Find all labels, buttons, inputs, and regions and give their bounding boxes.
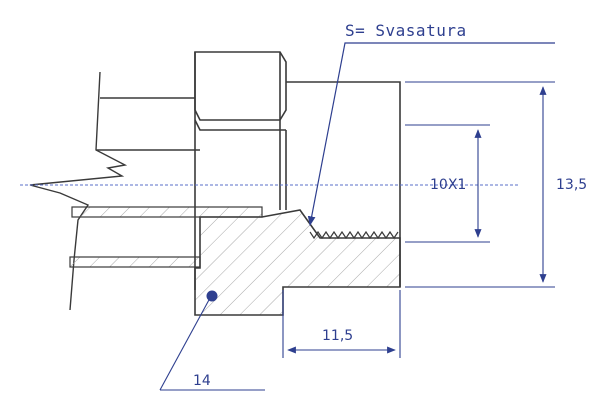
dim-outer-group	[405, 81, 555, 288]
pipe-break-lines	[29, 71, 200, 311]
flare-label: S= Svasatura	[345, 21, 467, 40]
flare-leader	[307, 42, 555, 226]
callout-size-label: 14	[193, 373, 211, 389]
dim-inner-label: 10X1	[430, 177, 466, 193]
dim-inner-group	[405, 124, 490, 243]
dim-outer-label: 13,5	[556, 177, 587, 193]
thread-teeth	[309, 230, 399, 240]
callout-14-leader	[159, 290, 265, 391]
callout-dot	[206, 290, 218, 302]
hex-nut	[194, 51, 287, 290]
dim-length-label: 11,5	[322, 328, 353, 344]
fitting-body	[194, 81, 401, 316]
dim-length-group	[282, 290, 401, 358]
